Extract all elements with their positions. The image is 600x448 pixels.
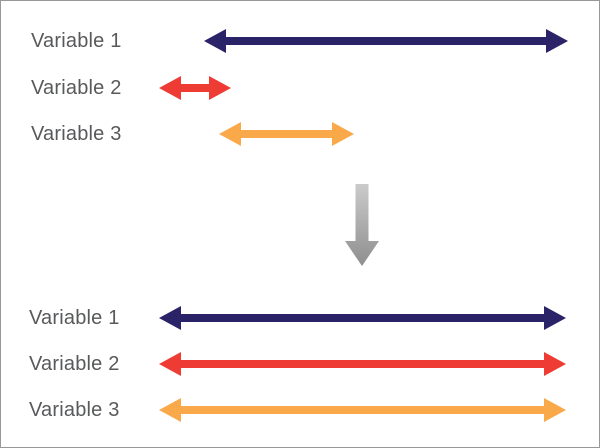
after-variable-1-label: Variable 1 — [29, 307, 120, 329]
arrow-shaft — [226, 37, 546, 45]
arrow-head-right-icon — [544, 306, 566, 330]
before-variable-1-range-arrow — [204, 29, 568, 53]
arrow-head-left-icon — [159, 398, 181, 422]
arrow-head-right-icon — [546, 29, 568, 53]
arrow-shaft — [181, 314, 544, 322]
transform-down-arrow-icon — [345, 184, 379, 266]
arrow-head-left-icon — [159, 76, 181, 100]
before-variable-3-range-arrow — [219, 122, 354, 146]
arrow-shaft — [181, 360, 544, 368]
before-variable-2-range-arrow — [159, 76, 231, 100]
arrow-head-left-icon — [204, 29, 226, 53]
after-variable-2-label: Variable 2 — [29, 353, 120, 375]
arrow-head-left-icon — [159, 306, 181, 330]
after-variable-2-range-arrow — [159, 352, 566, 376]
before-variable-3-label: Variable 3 — [31, 123, 122, 145]
arrow-head-right-icon — [332, 122, 354, 146]
arrow-head-left-icon — [219, 122, 241, 146]
arrow-shaft — [241, 130, 332, 138]
arrow-head-right-icon — [209, 76, 231, 100]
arrow-head-left-icon — [159, 352, 181, 376]
before-variable-2-label: Variable 2 — [31, 77, 122, 99]
before-variable-1-label: Variable 1 — [31, 30, 122, 52]
arrow-head-right-icon — [544, 398, 566, 422]
arrow-shaft — [181, 406, 544, 414]
arrow-head-right-icon — [544, 352, 566, 376]
arrow-shaft — [181, 84, 209, 92]
after-variable-3-label: Variable 3 — [29, 399, 120, 421]
after-variable-3-range-arrow — [159, 398, 566, 422]
after-variable-1-range-arrow — [159, 306, 566, 330]
